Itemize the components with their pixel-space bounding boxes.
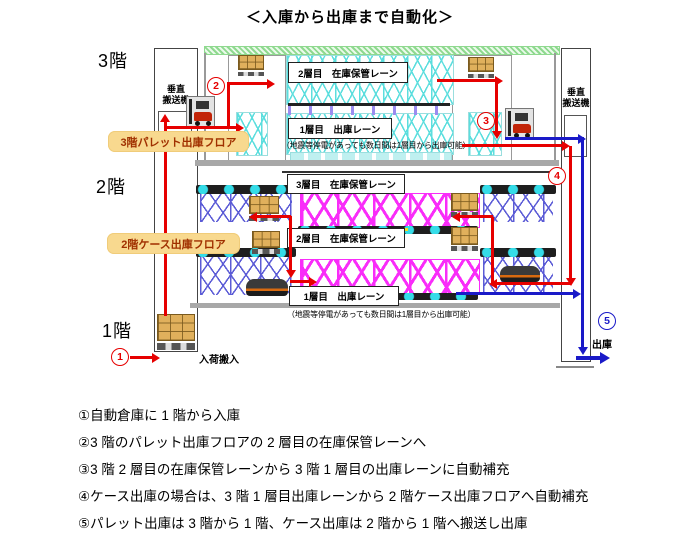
2f-left-out-line bbox=[290, 280, 309, 283]
pallet-icon bbox=[249, 196, 279, 222]
3f-pallet-floor-tag: 3階パレット出庫フロア bbox=[108, 131, 249, 152]
step-line-1: ①自動倉庫に 1 階から入庫 bbox=[78, 408, 241, 423]
floor-1-label: 1階 bbox=[102, 321, 133, 341]
2f-right-conveyor-upper bbox=[480, 185, 556, 194]
arrow-right-icon bbox=[267, 79, 275, 89]
slab-3f-2f bbox=[195, 160, 559, 166]
2f-lane3-label: 3層目 在庫保管レーン bbox=[287, 174, 405, 194]
step-marker-3: 3 bbox=[477, 112, 495, 130]
arrow-down-icon bbox=[286, 270, 296, 278]
floor-2-label: 2階 bbox=[96, 177, 127, 197]
step-list: ①自動倉庫に 1 階から入庫 ②3 階のパレット出庫フロアの 2 層目の在庫保管… bbox=[78, 402, 588, 537]
2f-left-lane-line bbox=[257, 215, 291, 218]
3f-lane2-label: 2層目 在庫保管レーン bbox=[288, 62, 408, 83]
outbound-text: 出庫 bbox=[592, 340, 612, 351]
2f-lane1-label: 1層目 出庫レーン bbox=[289, 286, 399, 306]
2f-case-feed-line bbox=[497, 282, 571, 285]
2f-rack-row-upper bbox=[300, 193, 480, 228]
3f-to-lane2-line bbox=[227, 82, 267, 85]
arrow-right-icon bbox=[309, 277, 317, 287]
step-marker-4: 4 bbox=[548, 167, 566, 185]
pallet-icon bbox=[451, 193, 478, 218]
arrow-left-icon bbox=[489, 279, 497, 289]
3f-infeed-line bbox=[164, 126, 236, 129]
right-lift-label: 垂直 搬送機 bbox=[562, 87, 590, 109]
3f-lane1-label: 1層目 出庫レーン bbox=[288, 118, 392, 139]
inbound-text: 入荷搬入 bbox=[199, 355, 239, 366]
arrow-down-icon bbox=[492, 131, 502, 139]
outbound-lift-line bbox=[581, 137, 584, 349]
2f-right-up-line bbox=[491, 217, 494, 283]
arrow-right-icon bbox=[573, 289, 581, 299]
2f-case-floor-tag: 2階ケース出庫フロア bbox=[107, 233, 240, 254]
arrow-down-icon bbox=[566, 278, 576, 286]
left-lift-label: 垂直 搬送機 bbox=[162, 84, 190, 106]
2f-lane2-label: 2層目 在庫保管レーン bbox=[287, 228, 405, 248]
arrow-right-icon bbox=[152, 353, 160, 363]
pallet-icon bbox=[238, 55, 264, 77]
3f-replenish-down-line bbox=[495, 81, 498, 131]
arrow-left-icon bbox=[452, 212, 460, 222]
3f-shuttle-conveyor bbox=[288, 103, 450, 115]
step-marker-2: 2 bbox=[207, 77, 225, 95]
arrow-right-icon bbox=[236, 123, 244, 133]
inbound-pallet-icon bbox=[157, 314, 195, 352]
step-line-5: ⑤パレット出庫は 3 階から 1 階、ケース出庫は 2 階から 1 階へ搬送し出… bbox=[78, 516, 528, 531]
step-line-4: ④ケース出庫の場合は、3 階 1 層目出庫レーンから 2 階ケース出庫フロアへ自… bbox=[78, 489, 589, 504]
roof-hatch bbox=[204, 46, 560, 55]
agv-robot-icon bbox=[500, 266, 540, 282]
pallet-icon bbox=[468, 57, 494, 79]
inbound-arrow-line bbox=[130, 356, 152, 359]
arrow-down-icon bbox=[578, 347, 588, 355]
pallet-icon bbox=[451, 227, 478, 252]
step-line-2: ②3 階のパレット出庫フロアの 2 層目の在庫保管レーンへ bbox=[78, 435, 427, 450]
lift-down-line bbox=[569, 146, 572, 278]
2f-outbound-line bbox=[456, 292, 576, 295]
arrow-left-icon bbox=[249, 212, 257, 222]
2f-left-conveyor-upper bbox=[196, 185, 296, 194]
step-marker-5: 5 bbox=[598, 312, 616, 330]
inbound-lift-line bbox=[164, 122, 167, 316]
2f-left-down-line bbox=[289, 216, 292, 274]
right-vertical-lift-shaft: 垂直 搬送機 bbox=[561, 48, 591, 362]
step-line-3: ③3 階 2 層目の在庫保管レーンから 3 階 1 層目の出庫レーンに自動補充 bbox=[78, 462, 510, 477]
exit-arrow-line bbox=[576, 356, 600, 360]
3f-lane2-out-line bbox=[437, 79, 495, 82]
2f-left-conveyor-lower bbox=[196, 248, 296, 257]
2f-top-line bbox=[282, 171, 556, 173]
ground-line bbox=[556, 366, 594, 368]
forklift-icon bbox=[186, 96, 215, 128]
agv-robot-icon bbox=[246, 279, 288, 296]
arrow-up-icon bbox=[160, 114, 170, 122]
3f-outage-caption: （地震等停電があっても数日間は1層目から出庫可能） bbox=[282, 141, 471, 150]
3f-lane1-to-lift-line bbox=[462, 144, 562, 147]
2f-right-lane-line bbox=[460, 215, 493, 218]
arrow-right-icon bbox=[495, 76, 503, 86]
step-marker-1: 1 bbox=[111, 348, 129, 366]
2f-outage-caption: （地震等停電があっても数日間は1層目から出庫可能） bbox=[287, 310, 476, 319]
diagram-title: ＜入庫から出庫まで自動化＞ bbox=[245, 9, 454, 26]
forklift-icon bbox=[505, 108, 534, 140]
2f-right-frame-upper bbox=[483, 194, 553, 222]
pallet-icon bbox=[252, 231, 280, 255]
arrow-right-icon bbox=[562, 141, 570, 151]
3f-outbound-line bbox=[505, 137, 581, 140]
3f-up-line bbox=[227, 84, 230, 128]
2f-right-conveyor-lower bbox=[480, 248, 556, 257]
floor-3-label: 3階 bbox=[98, 51, 129, 71]
3f-right-wall bbox=[554, 53, 556, 160]
arrow-right-icon bbox=[600, 352, 610, 364]
